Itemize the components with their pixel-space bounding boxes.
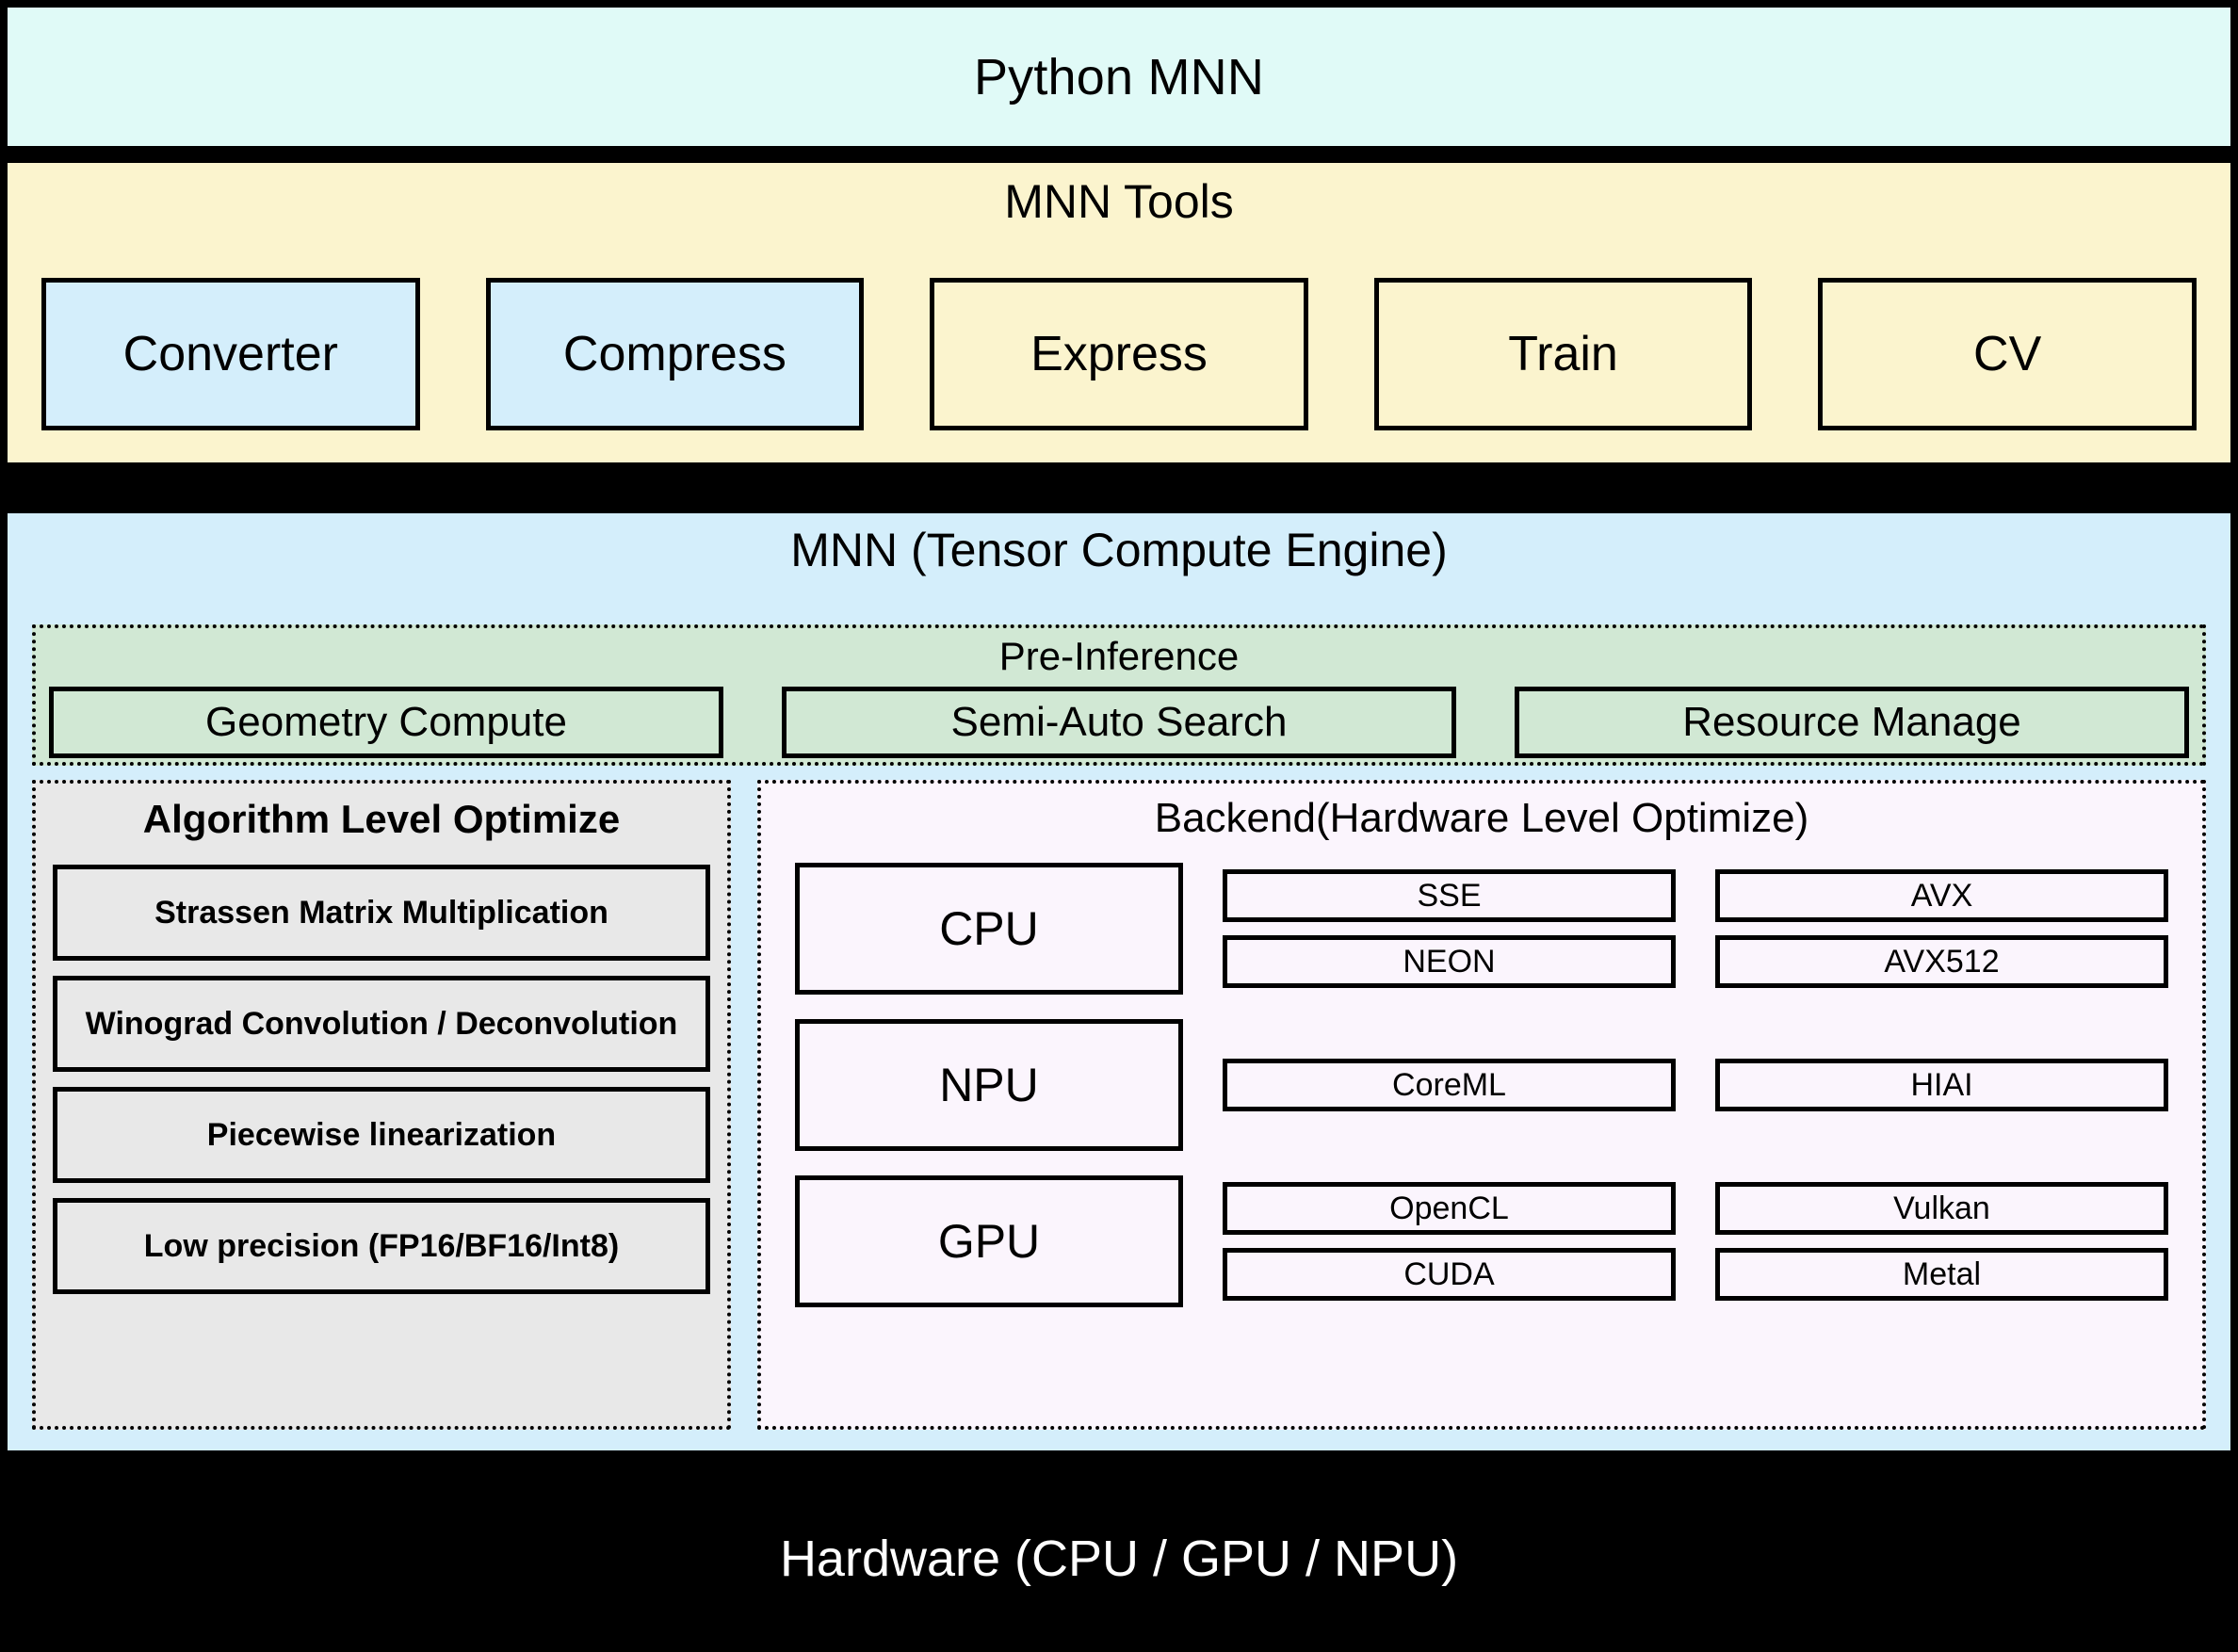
layer-python-mnn: Python MNN [8,8,2230,146]
backend-item-label: SSE [1417,877,1482,914]
backend-processor-cpu[interactable]: CPU [795,863,1183,995]
layer-hardware: Hardware (CPU / GPU / NPU) [0,1466,2238,1652]
algorithm-box-low-precision[interactable]: Low precision (FP16/BF16/Int8) [53,1198,710,1294]
backend-processor-label: CPU [939,902,1039,955]
tool-label: Train [1508,327,1618,381]
backend-item-label: OpenCL [1389,1190,1509,1226]
backend-processor-label: NPU [939,1059,1039,1111]
backend-item-neon[interactable]: NEON [1223,935,1676,988]
backend-item-hiai[interactable]: HIAI [1715,1059,2168,1111]
algorithm-label: Strassen Matrix Multiplication [154,894,608,931]
backend-col-cpu-left: SSE NEON [1223,863,1676,995]
layer-mnn-engine-title: MNN (Tensor Compute Engine) [790,524,1448,576]
backend-item-label: CoreML [1392,1066,1506,1103]
engine-lower-groups: Algorithm Level Optimize Strassen Matrix… [32,780,2206,1430]
group-pre-inference: Pre-Inference Geometry Compute Semi-Auto… [32,624,2206,766]
tool-box-converter[interactable]: Converter [41,278,420,430]
tool-label: Express [1030,327,1208,381]
tool-box-compress[interactable]: Compress [485,278,865,430]
tool-label: Compress [562,327,787,381]
backend-item-label: HIAI [1910,1066,1973,1103]
backend-col-gpu-right: Vulkan Metal [1715,1175,2168,1307]
backend-item-sse[interactable]: SSE [1223,869,1676,922]
layer-hardware-title: Hardware (CPU / GPU / NPU) [779,1531,1459,1587]
algorithm-box-piecewise-linearization[interactable]: Piecewise linearization [53,1087,710,1183]
group-algorithm-level-optimize-title: Algorithm Level Optimize [142,797,621,841]
layer-python-mnn-title: Python MNN [973,48,1265,105]
pre-inference-box-semi-auto-search[interactable]: Semi-Auto Search [782,687,1456,758]
backend-item-label: AVX512 [1884,943,2000,980]
group-backend-title: Backend(Hardware Level Optimize) [1154,795,1809,841]
backend-col-npu-left: CoreML [1223,1019,1676,1151]
backend-item-avx[interactable]: AVX [1715,869,2168,922]
backend-processor-npu[interactable]: NPU [795,1019,1183,1151]
pre-inference-box-resource-manage[interactable]: Resource Manage [1515,687,2189,758]
backend-col-gpu-left: OpenCL CUDA [1223,1175,1676,1307]
group-backend-hardware-level-optimize: Backend(Hardware Level Optimize) CPU SSE [757,780,2206,1430]
pre-inference-label: Geometry Compute [205,699,567,745]
backend-item-opencl[interactable]: OpenCL [1223,1182,1676,1235]
pre-inference-box-geometry-compute[interactable]: Geometry Compute [49,687,723,758]
layer-mnn-tools-title: MNN Tools [1004,175,1234,228]
backend-item-metal[interactable]: Metal [1715,1248,2168,1301]
algorithm-box-winograd-convolution[interactable]: Winograd Convolution / Deconvolution [53,976,710,1072]
algorithm-label: Winograd Convolution / Deconvolution [85,1005,678,1042]
layer-mnn-engine: MNN (Tensor Compute Engine) Pre-Inferenc… [8,513,2230,1450]
backend-processor-gpu[interactable]: GPU [795,1175,1183,1307]
algorithm-list: Strassen Matrix Multiplication Winograd … [53,865,710,1294]
backend-item-label: Vulkan [1893,1190,1990,1226]
tool-label: Converter [122,327,338,381]
group-algorithm-level-optimize: Algorithm Level Optimize Strassen Matrix… [32,780,731,1430]
backend-col-npu-right: HIAI [1715,1019,2168,1151]
algorithm-box-strassen-matrix-multiplication[interactable]: Strassen Matrix Multiplication [53,865,710,961]
backend-item-cuda[interactable]: CUDA [1223,1248,1676,1301]
backend-item-label: NEON [1403,943,1496,980]
tool-box-train[interactable]: Train [1373,278,1753,430]
backend-item-coreml[interactable]: CoreML [1223,1059,1676,1111]
tool-box-cv[interactable]: CV [1818,278,2197,430]
tool-box-express[interactable]: Express [930,278,1308,430]
algorithm-label: Low precision (FP16/BF16/Int8) [143,1227,620,1264]
algorithm-label: Piecewise linearization [206,1116,557,1153]
layer-mnn-tools: MNN Tools Converter Compress Express Tra… [8,163,2230,462]
mnn-tools-row: Converter Compress Express Train CV [41,278,2197,430]
pre-inference-label: Semi-Auto Search [950,699,1288,745]
pre-inference-row: Geometry Compute Semi-Auto Search Resour… [49,687,2189,758]
group-pre-inference-title: Pre-Inference [998,634,1240,678]
backend-rows: CPU SSE NEON AVX [795,863,2168,1307]
pre-inference-label: Resource Manage [1682,699,2021,745]
backend-row-cpu: CPU SSE NEON AVX [795,863,2168,995]
backend-processor-label: GPU [937,1215,1041,1268]
backend-row-gpu: GPU OpenCL CUDA Vulkan [795,1175,2168,1307]
backend-item-label: AVX [1910,877,1973,914]
backend-item-label: CUDA [1403,1255,1495,1292]
tool-label: CV [1973,327,2042,381]
backend-col-cpu-right: AVX AVX512 [1715,863,2168,995]
backend-row-npu: NPU CoreML HIAI [795,1019,2168,1151]
backend-item-vulkan[interactable]: Vulkan [1715,1182,2168,1235]
backend-item-label: Metal [1902,1255,1982,1292]
backend-item-avx512[interactable]: AVX512 [1715,935,2168,988]
